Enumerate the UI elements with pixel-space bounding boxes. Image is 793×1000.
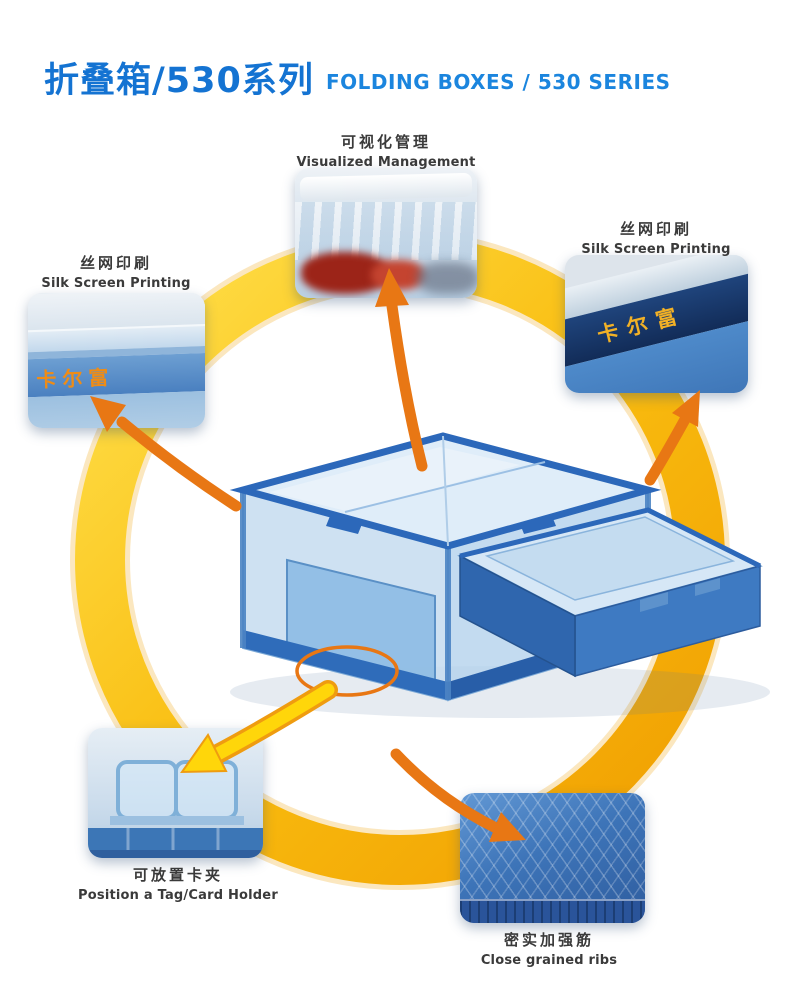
rib-bottom-ribs — [460, 901, 645, 923]
page-title-english: FOLDING BOXES / 530 SERIES — [326, 70, 671, 94]
feature-en-card-holder: Position a Tag/Card Holder — [78, 888, 278, 903]
feature-en-silk-right: Silk Screen Printing — [581, 242, 731, 257]
feature-label-card-holder: 可放置卡夹 Position a Tag/Card Holder — [58, 864, 298, 903]
feature-en-ribs: Close grained ribs — [480, 953, 618, 968]
feature-label-visualized-management: 可视化管理 Visualized Management — [286, 131, 486, 170]
feature-zh-card-holder: 可放置卡夹 — [132, 866, 223, 884]
feature-zh-silk-left: 丝网印刷 — [79, 254, 152, 272]
box-base-left — [243, 630, 448, 700]
translucent-wall — [295, 202, 477, 260]
box-edge-band-dark — [88, 850, 263, 858]
feature-zh-ribs: 密实加强筋 — [503, 931, 594, 949]
arrow-to-silk-right — [644, 390, 700, 486]
photo-visualized-management — [295, 168, 477, 298]
feature-zh-visualized: 可视化管理 — [340, 133, 431, 151]
feature-label-ribs: 密实加强筋 Close grained ribs — [449, 929, 649, 968]
clip-base — [110, 816, 244, 825]
arrow-to-silk-left — [90, 396, 242, 512]
feature-en-visualized: Visualized Management — [296, 155, 476, 170]
arrow-to-ribs — [390, 748, 526, 842]
folded-flat-box — [457, 507, 763, 678]
flat-box-latch-2 — [695, 578, 720, 596]
lid-handle-left — [326, 516, 362, 534]
feature-label-silk-screen-left: 丝网印刷 Silk Screen Printing — [16, 252, 216, 291]
arrow-to-card-holder — [180, 680, 338, 774]
feature-label-silk-screen-right: 丝网印刷 Silk Screen Printing — [556, 218, 756, 257]
photo-ribs-texture — [460, 793, 645, 923]
photo-silk-screen-right: 卡尔富 — [565, 255, 748, 393]
highlight-ellipse-card-slot — [295, 645, 399, 697]
rib-bottom-band — [460, 899, 645, 923]
page-title-chinese: 折叠箱/530系列 — [44, 61, 314, 101]
feature-en-silk-left: Silk Screen Printing — [41, 276, 191, 291]
feature-zh-silk-right: 丝网印刷 — [619, 220, 692, 238]
arrow-to-visualized — [375, 268, 428, 472]
lid-handle-right — [520, 516, 556, 534]
box-contents-gray — [417, 262, 477, 294]
flat-box-latch — [640, 592, 668, 612]
box-edge-band — [88, 828, 263, 850]
